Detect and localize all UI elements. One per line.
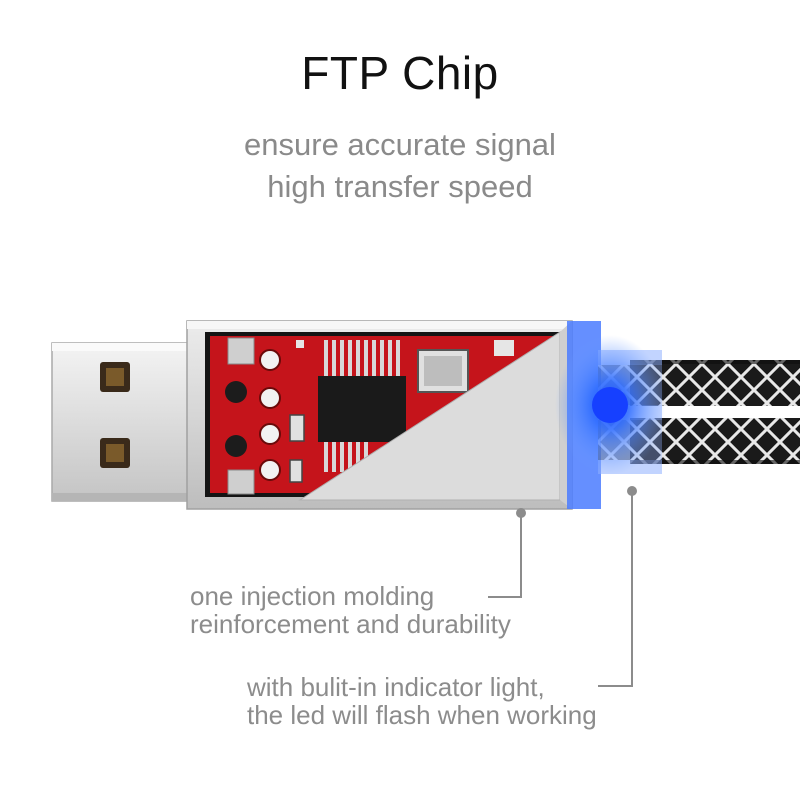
callout-indicator-light: with bulit-in indicator light, the led w… [247,673,597,729]
callout-leader-led [598,486,637,687]
callout-molding: one injection molding reinforcement and … [190,582,511,638]
subtitle-line-2: high transfer speed [267,169,533,204]
callout-leader-molding [488,508,526,598]
subtitle-line-1: ensure accurate signal [244,127,556,162]
callout-indicator-line-2: the led will flash when working [247,700,597,730]
ftp-chip [318,376,406,442]
callout-indicator-line-1: with bulit-in indicator light, [247,672,545,702]
page-title: FTP Chip [301,47,499,99]
usb-plug [51,342,203,502]
led-indicator [555,321,665,509]
callout-molding-line-2: reinforcement and durability [190,609,511,639]
subtitle: ensure accurate signal high transfer spe… [0,124,800,208]
callout-molding-line-1: one injection molding [190,581,435,611]
